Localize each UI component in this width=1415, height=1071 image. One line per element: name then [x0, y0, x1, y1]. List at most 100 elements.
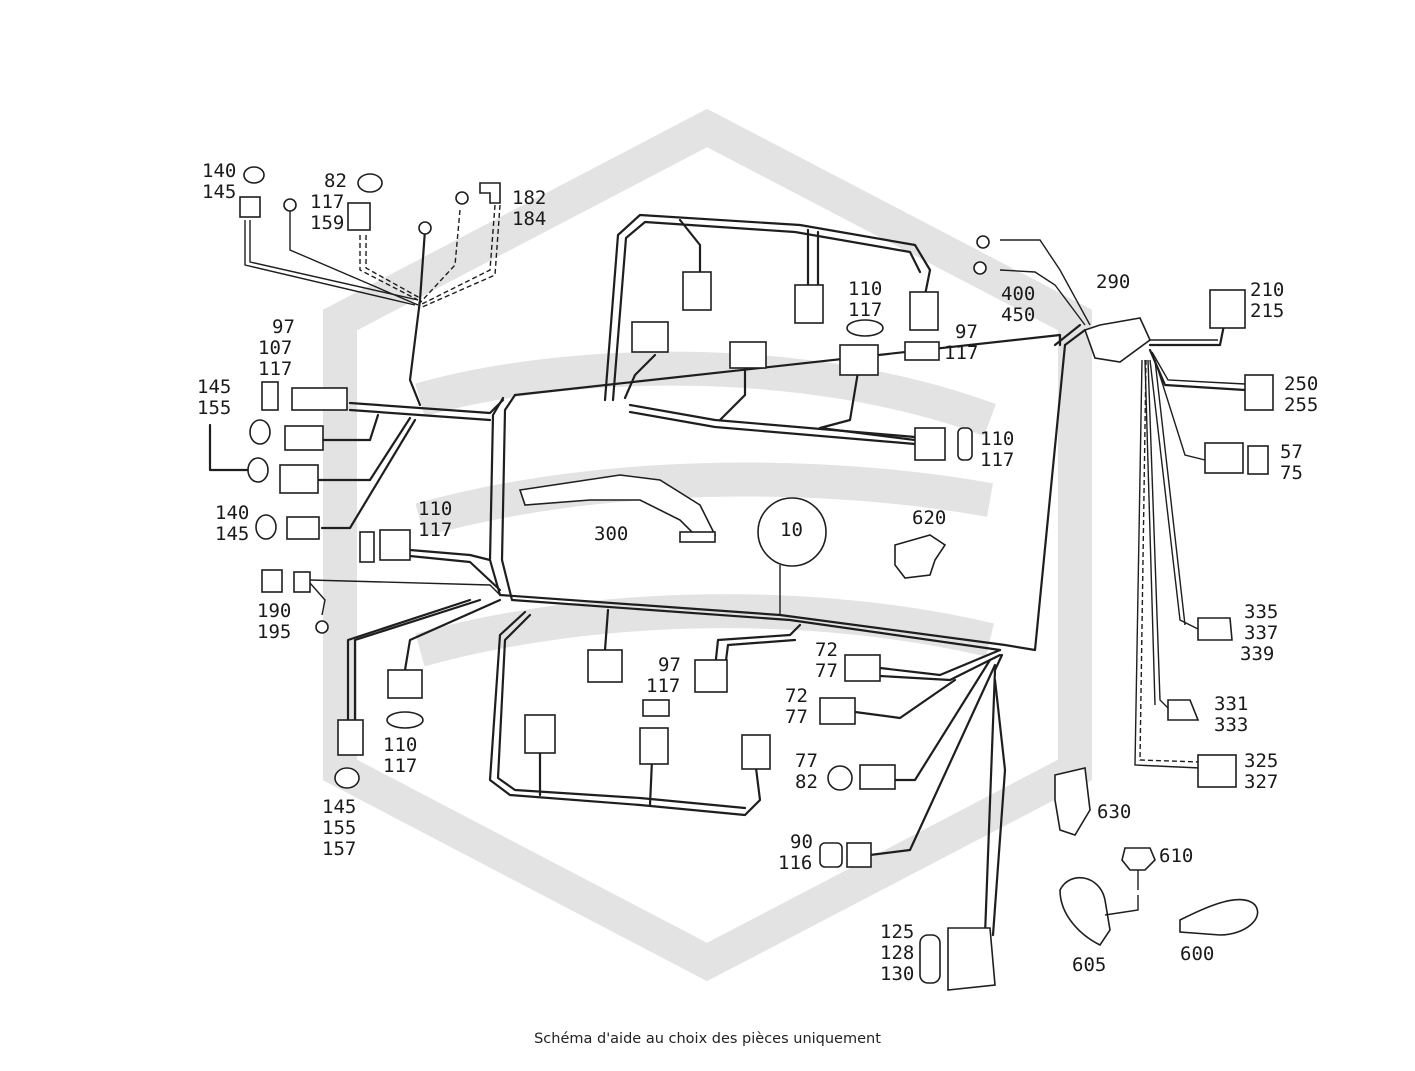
harness-10-callout	[757, 497, 827, 567]
connector-110-d	[914, 427, 946, 461]
parts	[239, 166, 1274, 991]
ring-terminal-b	[418, 221, 432, 235]
grommet-157	[334, 767, 360, 789]
connector-97-c	[904, 341, 940, 361]
grommet-125	[919, 934, 941, 984]
connector-145	[239, 196, 261, 218]
clamp-605	[1059, 876, 1111, 947]
label-610: 610	[1159, 845, 1193, 867]
grommet-140	[243, 166, 265, 184]
grommet-145-a	[249, 419, 271, 445]
grommet-140-b	[255, 514, 277, 540]
connector-250	[1244, 374, 1274, 411]
connector-116	[846, 842, 872, 868]
clamp-605-leader	[1104, 895, 1139, 916]
connector-190	[261, 569, 283, 593]
connector-97	[261, 381, 279, 411]
grommet-82	[357, 173, 383, 193]
connector-128	[947, 927, 996, 991]
connector-110-a	[359, 531, 375, 563]
relay-57	[1204, 442, 1244, 474]
connector-195	[293, 571, 311, 593]
connector-lower-4	[639, 727, 669, 765]
ring-terminal-c	[455, 191, 469, 205]
connector-155-b	[279, 464, 319, 494]
ring-terminal-d	[315, 620, 329, 634]
connector-72-a	[844, 654, 881, 682]
label-10: 10	[780, 519, 803, 541]
label-290: 290	[1096, 271, 1130, 293]
connector-117-a	[379, 529, 411, 561]
diagram-caption: Schéma d'aide au choix des pièces unique…	[534, 1031, 881, 1047]
connector-upper-3	[909, 291, 939, 331]
connector-90	[819, 842, 843, 868]
connector-145-b	[286, 516, 320, 540]
connector-97-e	[642, 699, 670, 717]
ring-terminal-a	[283, 198, 297, 212]
lower-loop-harness	[488, 608, 1007, 937]
upper-loop-harness	[603, 213, 932, 446]
grommet-77	[827, 765, 853, 791]
cable-tie-600	[1179, 898, 1259, 936]
connector-182	[479, 182, 501, 204]
label-300: 300	[594, 523, 628, 545]
connector-upper-4	[631, 321, 669, 353]
connector-72-b	[819, 697, 856, 725]
label-605: 605	[1072, 954, 1106, 976]
connector-75	[1247, 445, 1269, 475]
watermark-logo	[323, 108, 1092, 982]
grommet-290	[1083, 317, 1151, 363]
label-620: 620	[912, 507, 946, 529]
bolt-610	[1121, 847, 1156, 871]
connector-lower-2	[694, 659, 728, 693]
connector-159	[347, 202, 371, 231]
connector-lower-1	[587, 649, 623, 683]
label-630: 630	[1097, 801, 1131, 823]
grommet-110-c	[846, 319, 884, 337]
right-branches	[999, 239, 1247, 769]
sensor-450	[973, 261, 987, 275]
bracket-300-clip	[679, 531, 716, 543]
connector-325	[1197, 754, 1237, 788]
connector-upper-2	[794, 284, 824, 324]
label-600: 600	[1180, 943, 1214, 965]
main-harness	[488, 323, 1087, 652]
clip-620	[894, 534, 947, 579]
grommet-117-d	[957, 427, 973, 461]
connector-107	[291, 387, 348, 411]
clip-335	[1197, 617, 1233, 641]
sensor-400	[976, 235, 990, 249]
connector-lower-5	[741, 734, 771, 770]
connector-145-c	[337, 719, 364, 756]
connector-155-a	[284, 425, 324, 451]
connector-lower-3	[524, 714, 556, 754]
grommet-145-b	[247, 457, 269, 483]
connector-82	[859, 764, 896, 790]
clip-331	[1167, 699, 1200, 721]
connector-110-b	[387, 669, 423, 699]
